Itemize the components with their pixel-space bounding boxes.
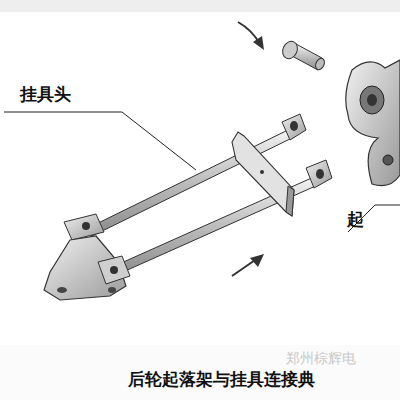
- arrow-head: [253, 36, 264, 50]
- scan-edge: [0, 0, 400, 12]
- arrow-head: [250, 254, 264, 267]
- part-label: 起: [347, 208, 364, 231]
- caption-band: [0, 345, 400, 400]
- part-label: 挂具头: [20, 83, 71, 106]
- hitch-head: [44, 214, 130, 300]
- clevis-head: [282, 114, 332, 188]
- caption: 后轮起落架与挂具连接典: [128, 368, 315, 391]
- spacer-plate: [232, 132, 294, 216]
- leader-line: [348, 205, 400, 232]
- leader-line: [4, 112, 196, 170]
- rods: [88, 128, 320, 276]
- watermark: 郑州棕辉电: [286, 350, 356, 368]
- landing-gear-casting: [346, 60, 400, 186]
- bolt: [280, 39, 326, 71]
